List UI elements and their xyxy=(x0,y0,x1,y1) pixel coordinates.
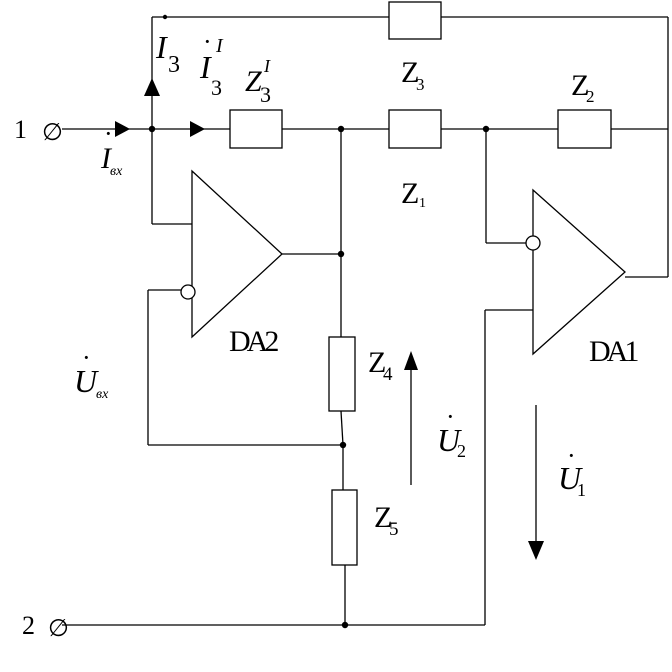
label-z5-sub: 5 xyxy=(389,519,399,540)
opamp-da2 xyxy=(191,169,283,339)
arrow-u1-head xyxy=(528,541,544,560)
impedance-z3-prime xyxy=(229,109,283,149)
label-i3-prime-sub: 3 xyxy=(211,75,222,100)
label-z3-prime-sub: 3 xyxy=(260,82,271,107)
label-z3-prime-main: Z xyxy=(245,65,262,98)
label-z3-prime: Z I 3 xyxy=(245,56,271,107)
label-z4-main: Z xyxy=(368,346,386,379)
label-i3-prime-main: I xyxy=(199,49,212,85)
terminal-1-label: 1 xyxy=(14,115,27,144)
arrow-i3 xyxy=(144,78,160,96)
label-i3-prime: · I I 3 xyxy=(199,27,224,100)
label-u2-sub: 2 xyxy=(457,441,466,461)
arrow-i3-prime xyxy=(190,121,205,137)
label-z2-sub: 2 xyxy=(586,87,595,106)
label-z1-sub: 1 xyxy=(419,196,426,211)
label-i3-sub: 3 xyxy=(168,52,180,78)
label-z4-sub: 4 xyxy=(383,364,393,385)
label-u1-main: U xyxy=(558,460,583,496)
arrow-u2-head xyxy=(404,351,418,370)
label-z1-main: Z xyxy=(401,177,419,210)
junction-ground xyxy=(341,621,349,629)
label-uin: · U вх xyxy=(74,343,109,402)
junction-z4-z5 xyxy=(339,441,347,449)
wire-z4-z5 xyxy=(340,410,344,446)
terminal-2-label: 2 xyxy=(22,611,35,640)
label-z5: Z 5 xyxy=(374,501,399,540)
impedance-z4 xyxy=(328,336,356,412)
label-u1-dot: · xyxy=(567,441,576,470)
junction-top xyxy=(162,14,168,20)
label-uin-dot: · xyxy=(82,343,91,372)
label-i3: I 3 xyxy=(155,29,180,78)
label-da1: DA1 xyxy=(589,335,638,368)
impedance-z3 xyxy=(388,109,442,149)
label-i3-prime-sup: I xyxy=(215,35,224,57)
label-i3-prime-dot: · xyxy=(203,27,212,56)
impedance-z2 xyxy=(557,109,612,149)
label-iin-dot: · xyxy=(104,119,113,148)
label-u2-dot: · xyxy=(446,402,455,431)
junction-input xyxy=(148,125,156,133)
terminal-2-symbol[interactable]: ∅ xyxy=(48,616,69,642)
label-z1: Z 1 xyxy=(401,177,426,211)
label-uin-main: U xyxy=(74,363,99,399)
label-iin-main: I xyxy=(100,142,113,175)
opamp-da1 xyxy=(532,188,626,356)
label-z4: Z 4 xyxy=(368,346,393,385)
da2-inverting-mark xyxy=(180,284,196,300)
da1-inverting-mark xyxy=(525,235,541,251)
label-uin-sub: вх xyxy=(96,387,109,402)
wires xyxy=(62,16,669,626)
label-u2: · U 2 xyxy=(437,402,466,461)
label-z3-sub: 3 xyxy=(416,75,425,94)
impedance-z5 xyxy=(331,489,358,566)
label-z3: Z 3 xyxy=(401,56,425,94)
label-z2: Z 2 xyxy=(571,69,595,106)
label-z2-main: Z xyxy=(571,69,589,102)
label-z5-main: Z xyxy=(374,501,392,534)
label-u2-main: U xyxy=(437,422,462,458)
junction-z3p-z3 xyxy=(337,125,345,133)
label-da2: DA2 xyxy=(229,325,278,358)
label-z3-main: Z xyxy=(401,56,419,89)
arrow-iin xyxy=(115,121,130,137)
label-u1-sub: 1 xyxy=(577,480,586,500)
label-iin-sub: вх xyxy=(110,164,123,179)
label-u1: · U 1 xyxy=(558,441,586,500)
junctions xyxy=(148,14,490,629)
junction-da2-out xyxy=(337,250,345,258)
terminal-1-symbol[interactable]: ∅ xyxy=(42,120,63,146)
impedance-top xyxy=(388,1,442,40)
junction-z3-z2 xyxy=(482,125,490,133)
label-z3-prime-sup: I xyxy=(263,56,271,76)
label-iin: · I вх xyxy=(100,119,123,179)
label-i3-main: I xyxy=(155,29,168,65)
